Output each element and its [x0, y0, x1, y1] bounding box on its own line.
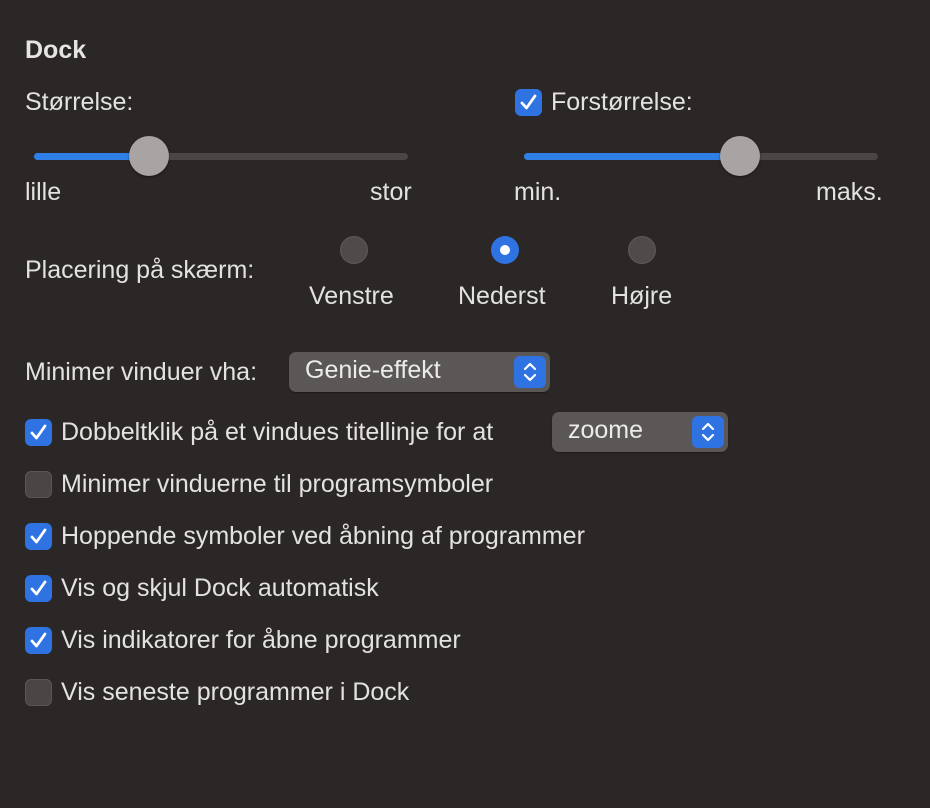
size-slider-knob[interactable]: [129, 136, 169, 176]
autohide-checkbox[interactable]: [25, 575, 52, 602]
position-option-right: Højre: [611, 282, 673, 310]
magnification-slider-fill: [524, 153, 740, 160]
magnification-max-label: maks.: [816, 178, 883, 206]
section-title: Dock: [25, 36, 87, 64]
position-option-left: Venstre: [309, 282, 394, 310]
autohide-label: Vis og skjul Dock automatisk: [61, 574, 379, 602]
popup-arrows-icon: [692, 416, 724, 448]
popup-arrows-icon: [514, 356, 546, 388]
size-slider[interactable]: [34, 136, 408, 176]
position-radio-left[interactable]: [340, 236, 368, 264]
magnification-slider[interactable]: [524, 136, 878, 176]
double-click-action-value: zoome: [568, 416, 644, 444]
show-recent-label: Vis seneste programmer i Dock: [61, 678, 410, 706]
minimize-effect-value: Genie-effekt: [305, 356, 441, 384]
magnification-slider-knob[interactable]: [720, 136, 760, 176]
magnification-label: Forstørrelse:: [551, 88, 693, 116]
double-click-action-popup[interactable]: zoome: [552, 412, 728, 452]
show-indicators-checkbox[interactable]: [25, 627, 52, 654]
position-label: Placering på skærm:: [25, 256, 255, 284]
animate-opening-label: Hoppende symboler ved åbning af programm…: [61, 522, 585, 550]
position-radio-right[interactable]: [628, 236, 656, 264]
double-click-checkbox[interactable]: [25, 419, 52, 446]
double-click-label: Dobbeltklik på et vindues titellinje for…: [61, 418, 494, 446]
show-recent-checkbox[interactable]: [25, 679, 52, 706]
size-label: Størrelse:: [25, 88, 134, 116]
minimize-to-icon-checkbox[interactable]: [25, 471, 52, 498]
radio-dot: [500, 245, 510, 255]
size-slider-fill: [34, 153, 150, 160]
animate-opening-checkbox[interactable]: [25, 523, 52, 550]
minimize-effect-popup[interactable]: Genie-effekt: [289, 352, 550, 392]
magnification-min-label: min.: [514, 178, 562, 206]
checkmark-icon: [520, 94, 537, 110]
checkmark-icon: [30, 424, 47, 440]
show-indicators-label: Vis indikatorer for åbne programmer: [61, 626, 461, 654]
minimize-to-icon-label: Minimer vinduerne til programsymboler: [61, 470, 494, 498]
position-radio-bottom[interactable]: [491, 236, 519, 264]
size-min-label: lille: [25, 178, 62, 206]
magnification-checkbox[interactable]: [515, 89, 542, 116]
minimize-label: Minimer vinduer vha:: [25, 358, 258, 386]
size-max-label: stor: [370, 178, 412, 206]
checkmark-icon: [30, 528, 47, 544]
checkmark-icon: [30, 580, 47, 596]
checkmark-icon: [30, 632, 47, 648]
position-option-bottom: Nederst: [458, 282, 546, 310]
